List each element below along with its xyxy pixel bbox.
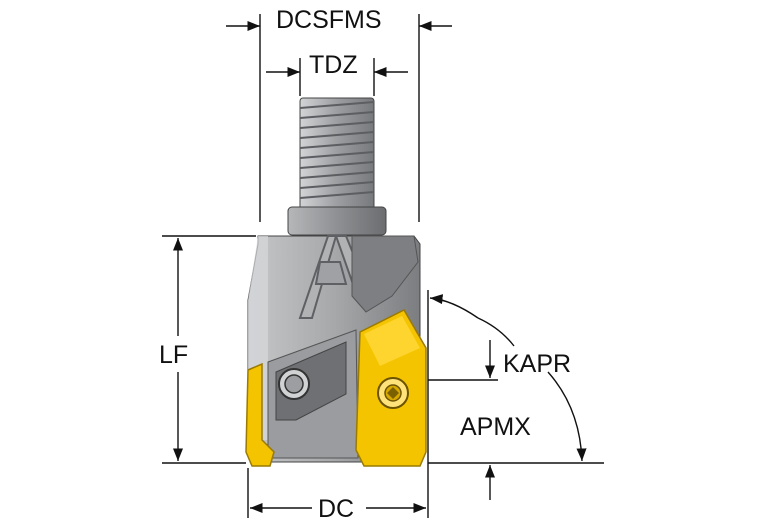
inserts xyxy=(245,309,427,467)
label-apmx: APMX xyxy=(460,413,531,441)
label-kapr: KAPR xyxy=(503,350,571,378)
chip-pocket xyxy=(351,235,419,313)
label-tdz: TDZ xyxy=(309,51,358,79)
label-dc: DC xyxy=(318,495,354,523)
torx-screw xyxy=(377,377,409,409)
label-lf: LF xyxy=(159,341,188,369)
label-dcsfms: DCSFMS xyxy=(276,6,382,34)
thread-lines xyxy=(299,101,375,199)
clamp-screw xyxy=(278,368,310,400)
left-insert xyxy=(245,362,275,467)
neck-collar xyxy=(287,206,387,236)
dimension-lines xyxy=(162,14,604,518)
